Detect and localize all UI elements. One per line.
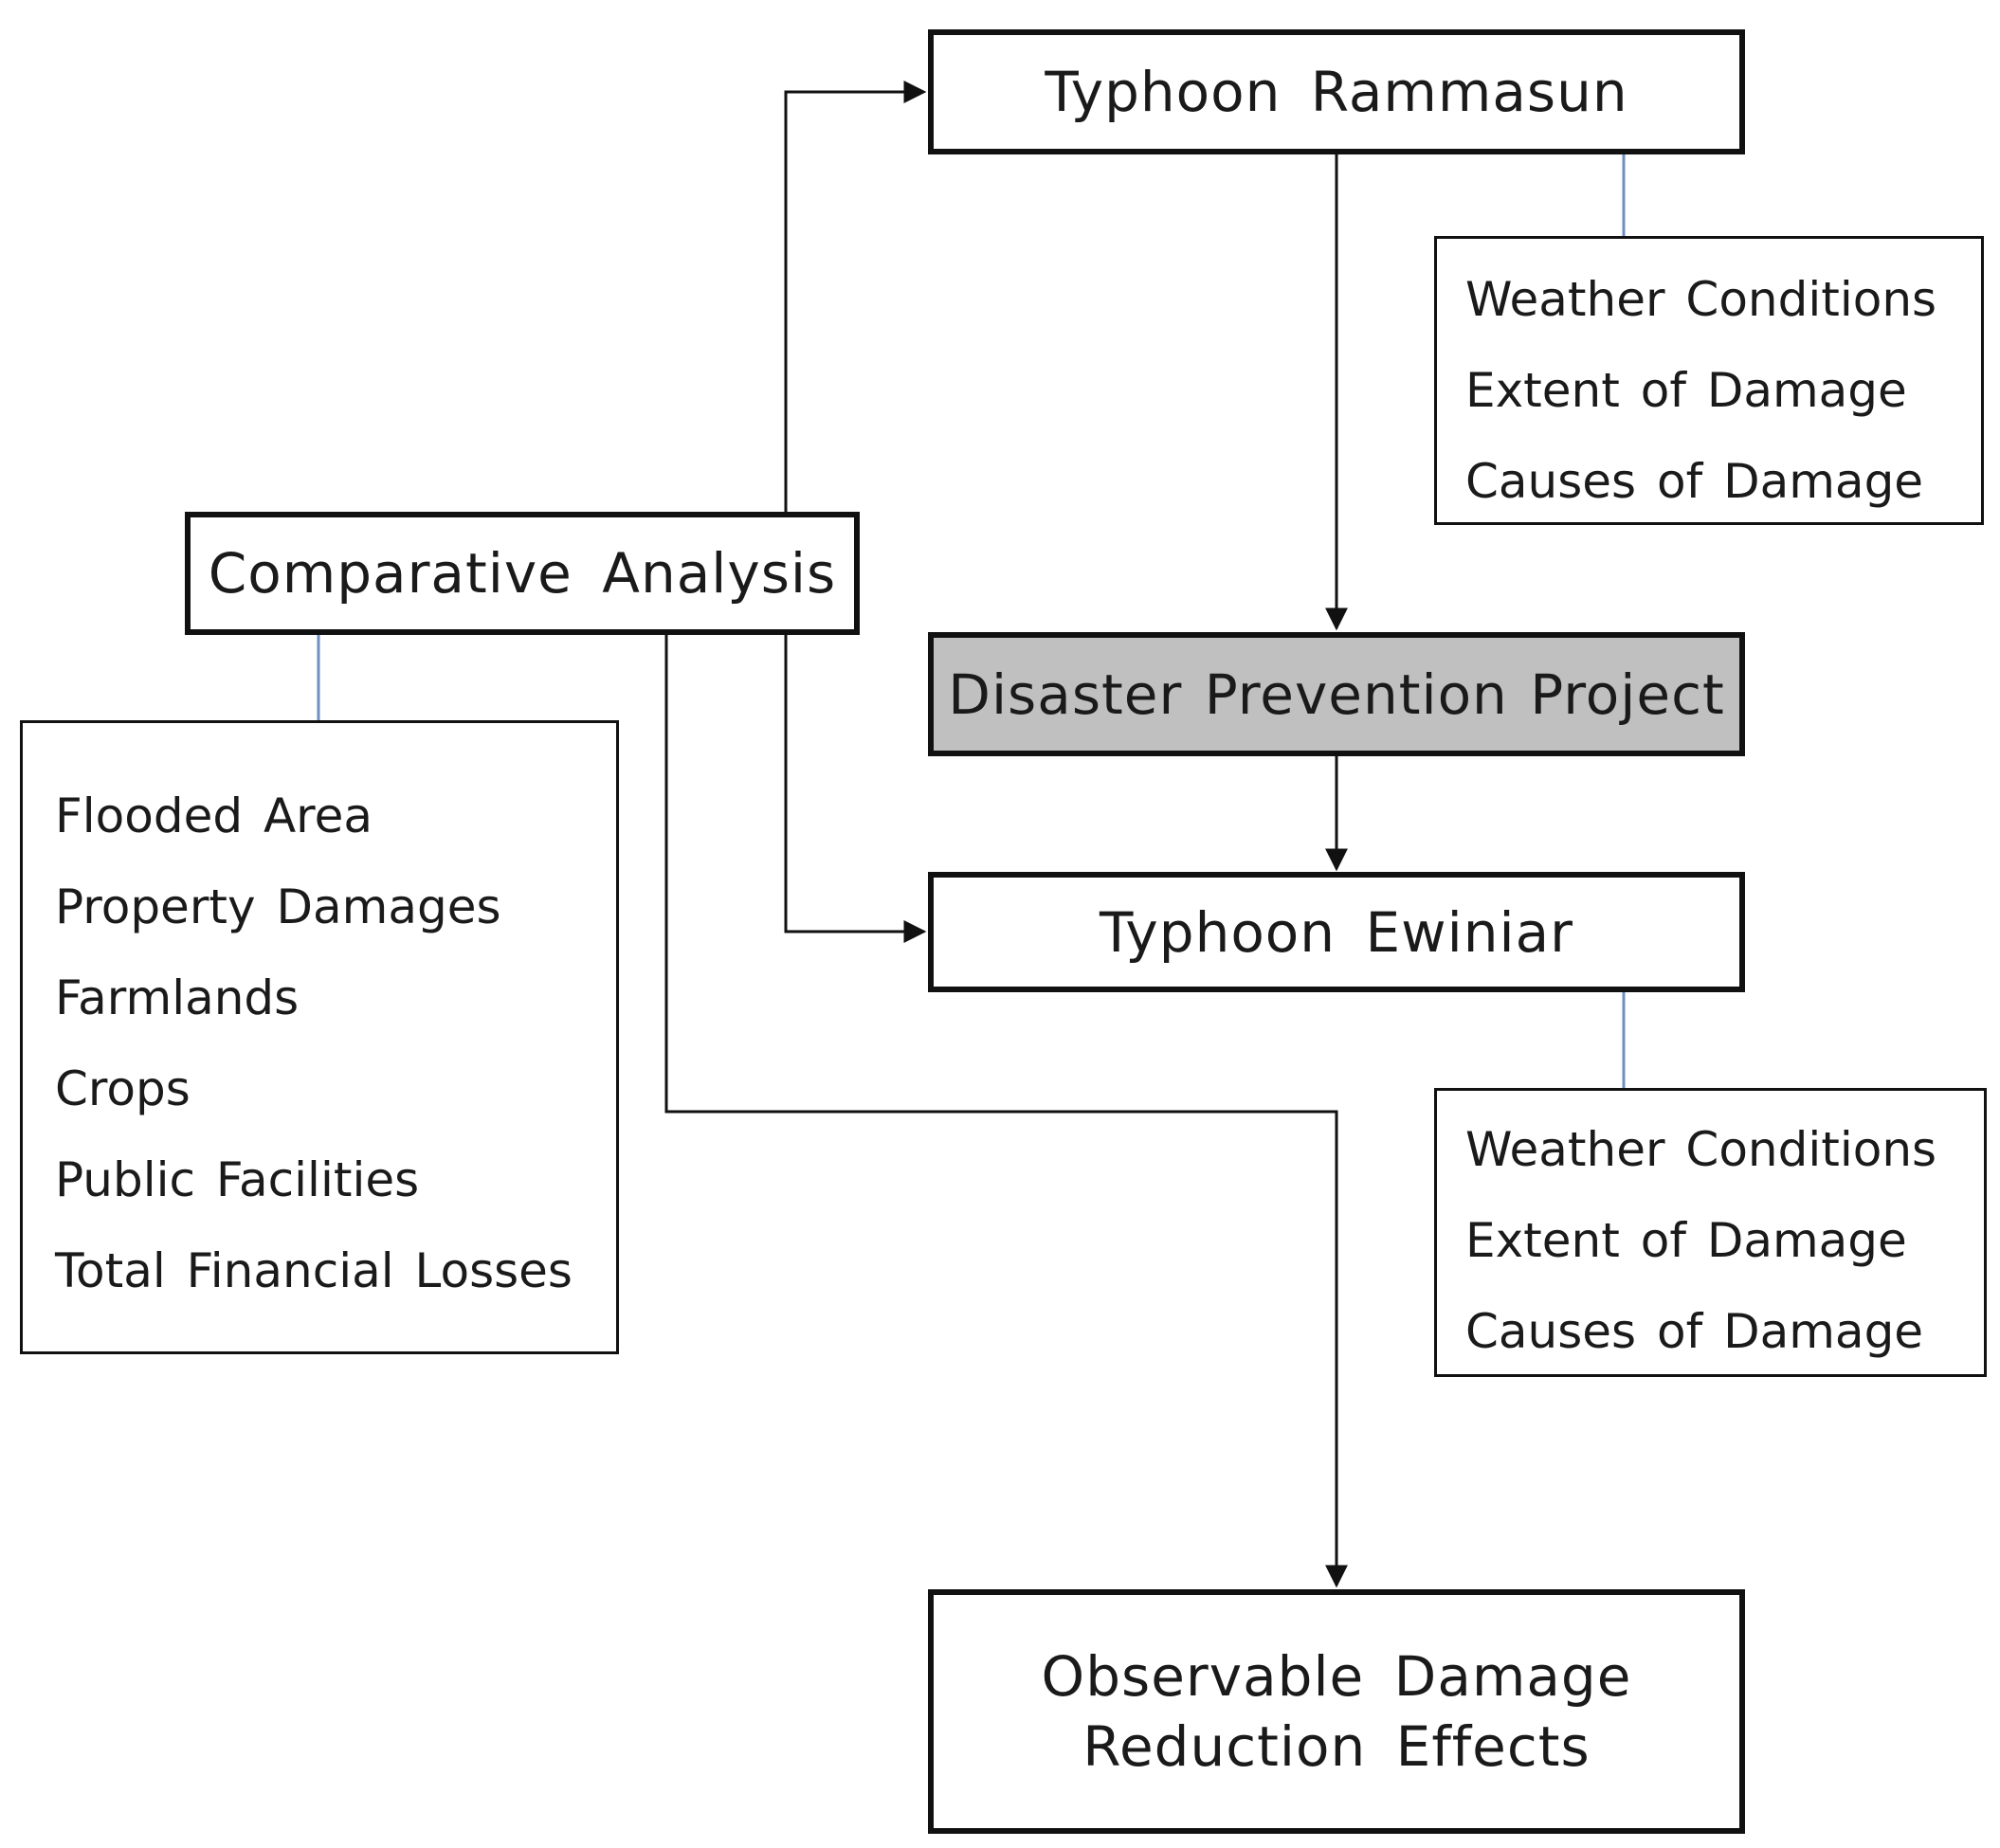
node-typhoon-ewiniar-label: Typhoon Ewiniar <box>1100 899 1573 965</box>
node-effects-line-2: Reduction Effects <box>1082 1714 1591 1779</box>
node-typhoon-ewiniar: Typhoon Ewiniar <box>928 872 1745 992</box>
node-disaster-prevention-project: Disaster Prevention Project <box>928 632 1745 756</box>
arrow-comparative-to-ewiniar <box>784 635 927 943</box>
attribute-item: Public Facilities <box>55 1152 420 1207</box>
attribute-item: Causes of Damage <box>1465 454 1924 509</box>
node-typhoon-rammasun: Typhoon Rammasun <box>928 29 1745 154</box>
attribute-item: Farmlands <box>55 970 300 1025</box>
arrow-comparative-to-effects <box>664 635 1348 1588</box>
attribute-item: Extent of Damage <box>1465 363 1907 418</box>
attribute-item: Causes of Damage <box>1465 1304 1924 1359</box>
attribute-item: Extent of Damage <box>1465 1213 1907 1268</box>
attribute-item: Weather Conditions <box>1465 272 1937 327</box>
node-comparative-analysis: Comparative Analysis <box>185 512 860 635</box>
node-comparative-analysis-label: Comparative Analysis <box>208 541 837 606</box>
attribute-item: Weather Conditions <box>1465 1122 1937 1177</box>
attribute-item: Property Damages <box>55 879 501 934</box>
node-disaster-prevention-project-label: Disaster Prevention Project <box>948 661 1725 727</box>
attribute-item: Crops <box>55 1061 191 1116</box>
node-effects-line-1: Observable Damage <box>1041 1644 1632 1709</box>
arrow-comparative-to-rammasun <box>784 81 927 512</box>
attributes-typhoon-ewiniar: Weather Conditions Extent of Damage Caus… <box>1434 1088 1987 1377</box>
node-typhoon-rammasun-label: Typhoon Rammasun <box>1045 60 1628 124</box>
attribute-item: Total Financial Losses <box>55 1243 573 1298</box>
attribute-item: Flooded Area <box>55 788 373 843</box>
attributes-comparative-analysis: Flooded Area Property Damages Farmlands … <box>20 720 619 1354</box>
attributes-typhoon-rammasun: Weather Conditions Extent of Damage Caus… <box>1434 236 1984 525</box>
node-observable-damage-reduction-effects: Observable Damage Reduction Effects <box>928 1589 1745 1834</box>
